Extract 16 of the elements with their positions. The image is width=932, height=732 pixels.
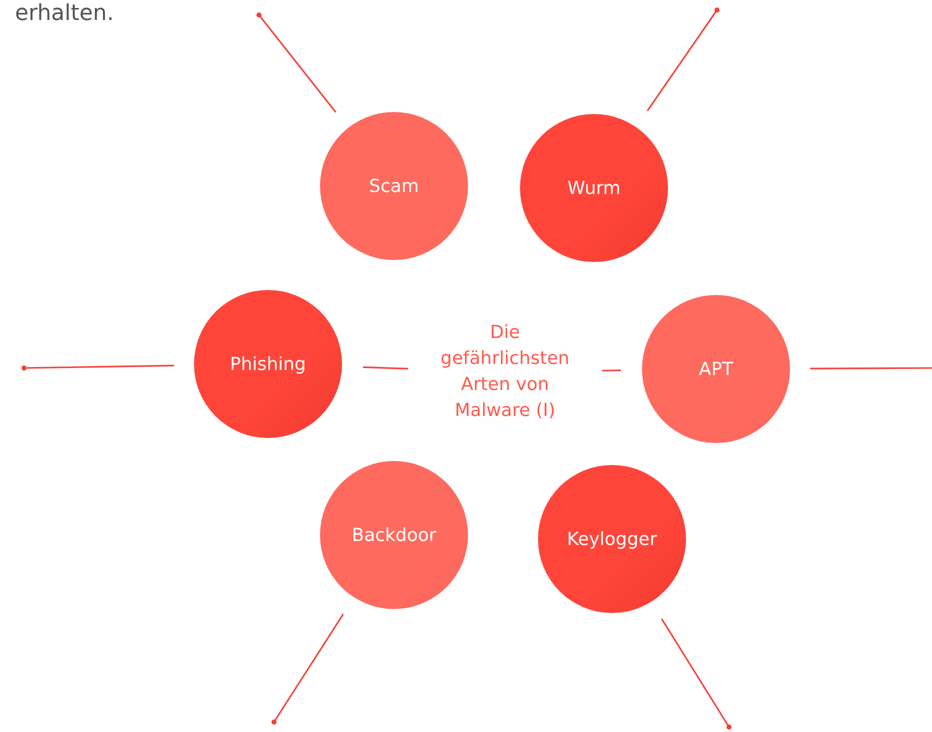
- title-text: Die gefährlichsten Arten von Malware (I): [405, 316, 605, 428]
- connector-line: [271, 614, 344, 725]
- body-text: erhalten.: [15, 1, 114, 27]
- category-circle: Backdoor: [320, 461, 468, 609]
- category-circle: Wurm: [520, 114, 668, 262]
- connector-line: [362, 366, 408, 370]
- connector-line: [810, 367, 932, 370]
- category-circle: Phishing: [194, 290, 342, 438]
- category-circle: Keylogger: [538, 465, 686, 613]
- category-circle: Scam: [320, 112, 468, 260]
- connector-line: [646, 7, 720, 112]
- connector-line: [256, 12, 336, 113]
- connector-line: [660, 618, 732, 730]
- connector-line: [21, 364, 174, 371]
- category-circle: APT: [642, 295, 790, 443]
- connector-line: [602, 370, 622, 372]
